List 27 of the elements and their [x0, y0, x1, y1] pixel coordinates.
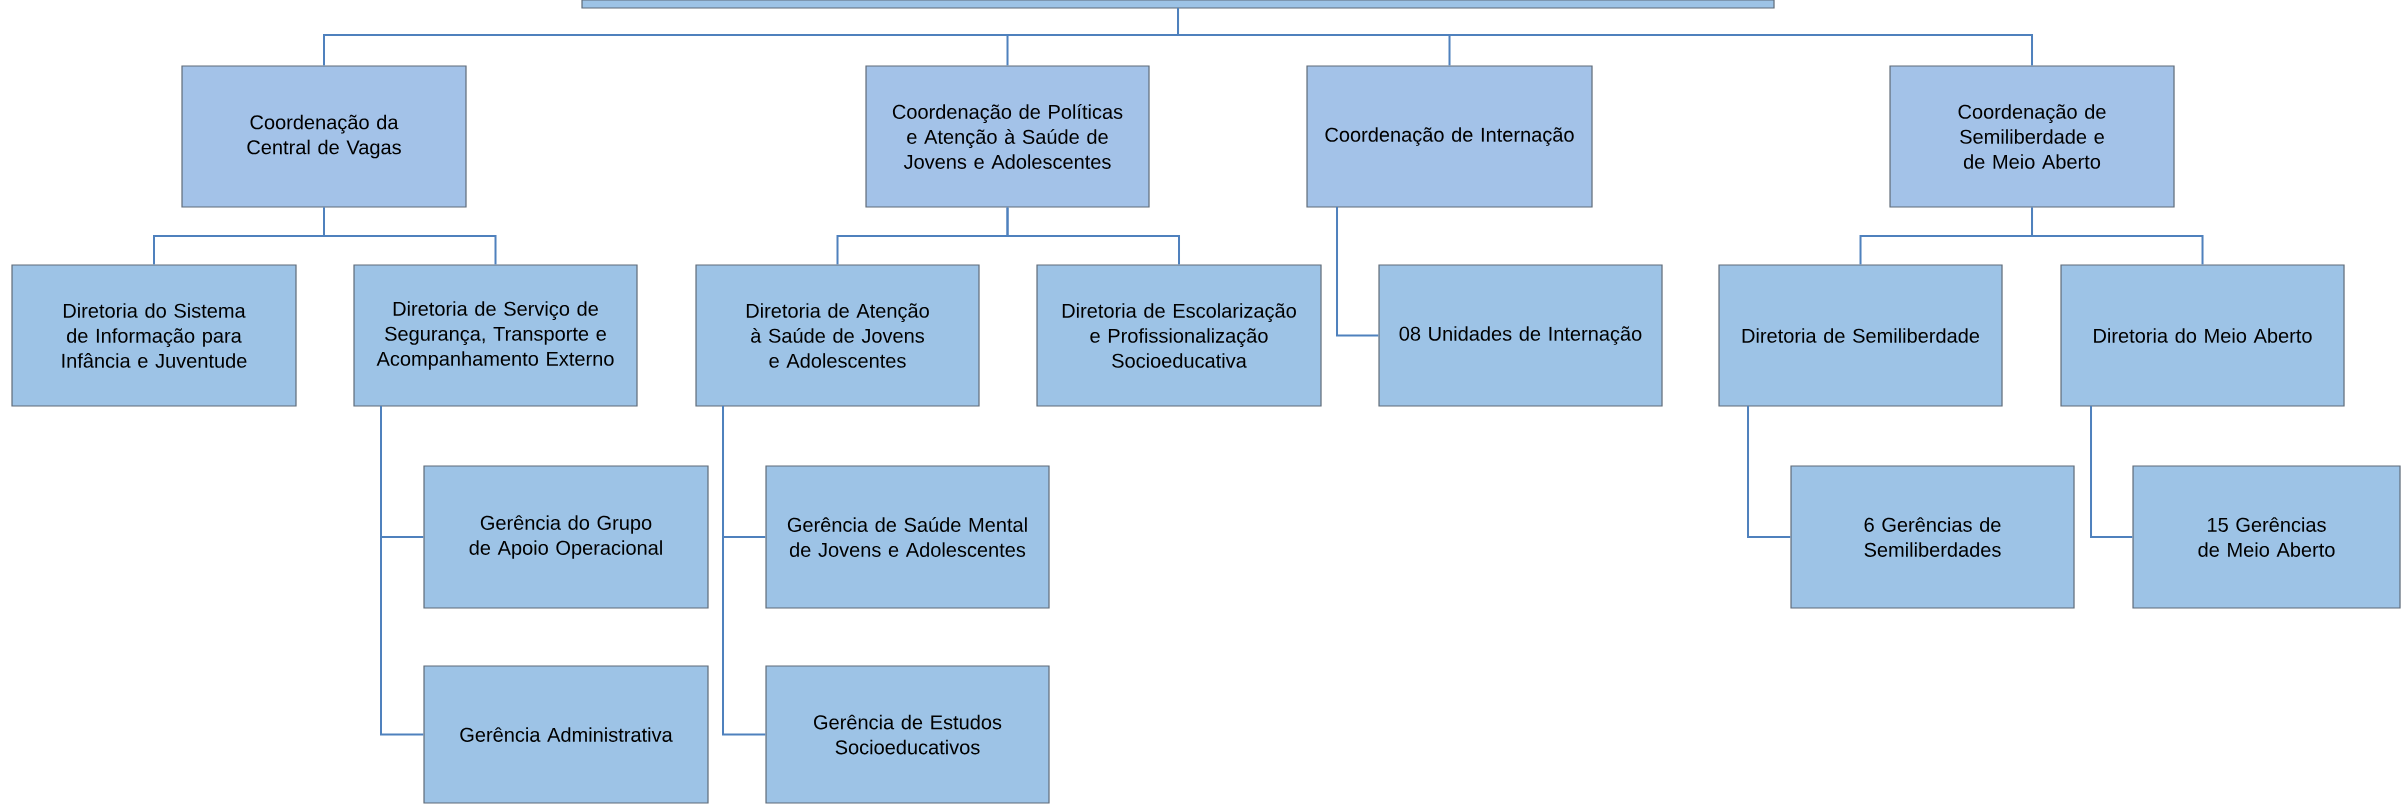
- connector: [2031, 206, 2204, 266]
- connector: [1177, 7, 2033, 67]
- org-box: Gerência de Saúde Mental de Jovens e Adolescentes: [765, 465, 1050, 609]
- org-box: 6 Gerências de Semiliberdades: [1790, 465, 2075, 609]
- org-box: Diretoria de Escolarização e Profissionalização Socioeducativa: [1036, 264, 1322, 407]
- org-box: 08 Unidades de Internação: [1378, 264, 1663, 407]
- connector: [722, 405, 767, 736]
- org-box: [581, 0, 1775, 9]
- org-box: Gerência Administrativa: [423, 665, 709, 804]
- org-box: Diretoria de Serviço de Segurança, Transporte e Acompanhamento Externo: [353, 264, 638, 407]
- org-box: Coordenação da Central de Vagas: [181, 65, 467, 208]
- org-box: Gerência de Estudos Socioeducativos: [765, 665, 1050, 804]
- org-box: Diretoria do Sistema de Informação para Infância e Juventude: [11, 264, 297, 407]
- org-box: Diretoria de Semiliberdade: [1718, 264, 2003, 407]
- connector: [1006, 206, 1180, 266]
- org-box: Coordenação de Internação: [1306, 65, 1593, 208]
- connector: [1747, 405, 1792, 538]
- connector: [2090, 405, 2134, 538]
- org-box: Coordenação de Políticas e Atenção à Saúde de Jovens e Adolescentes: [865, 65, 1150, 208]
- connector: [1336, 206, 1380, 337]
- connector: [380, 405, 425, 736]
- org-box: Diretoria do Meio Aberto: [2060, 264, 2345, 407]
- org-box: 15 Gerências de Meio Aberto: [2132, 465, 2401, 609]
- org-box: Coordenação de Semiliberdade e de Meio Aberto: [1889, 65, 2175, 208]
- connector: [323, 206, 497, 266]
- org-box: Diretoria de Atenção à Saúde de Jovens e Adolescentes: [695, 264, 980, 407]
- org-box: Gerência do Grupo de Apoio Operacional: [423, 465, 709, 609]
